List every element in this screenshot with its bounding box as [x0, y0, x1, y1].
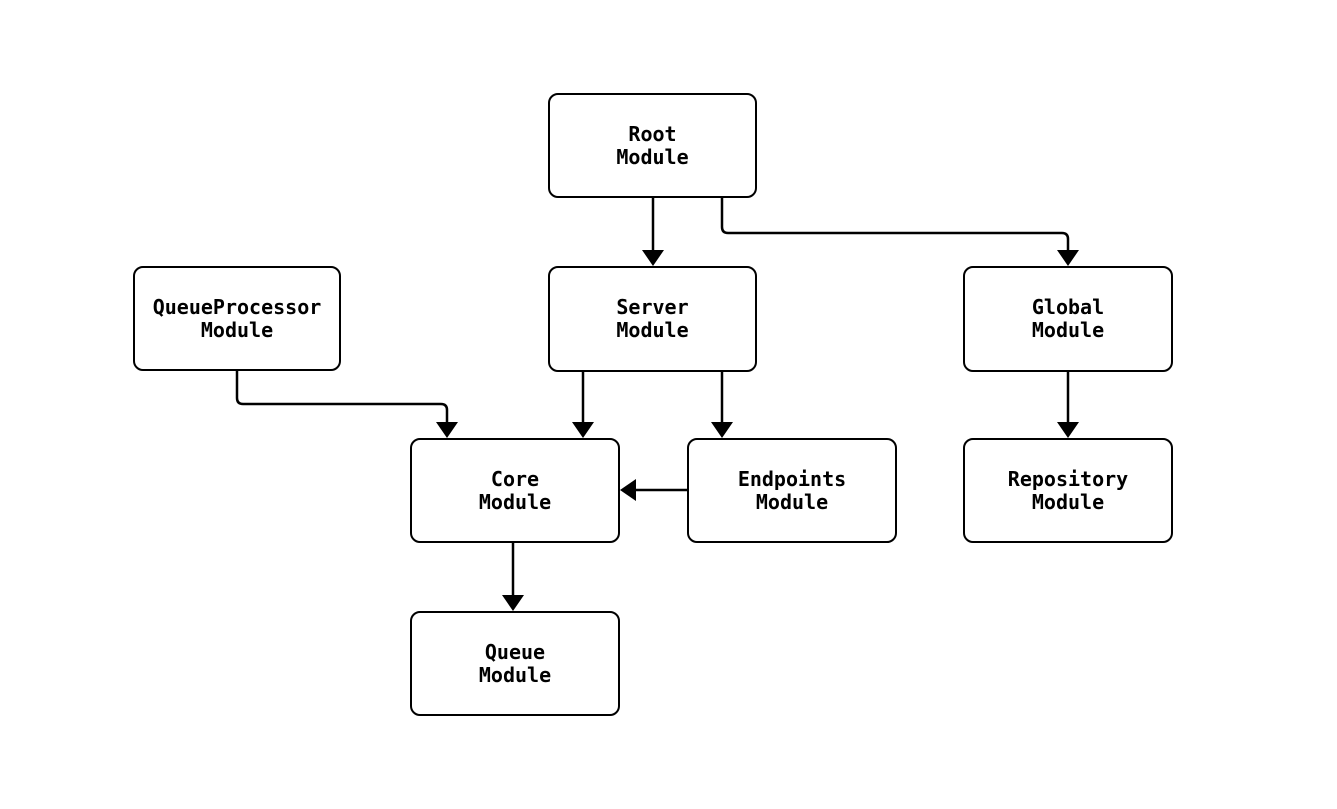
arrowhead-root-to-global [1057, 250, 1079, 266]
node-queue-module-label: Queue Module [478, 639, 552, 687]
arrowhead-root-to-server [642, 250, 664, 266]
node-global-module-label: Global Module [1031, 295, 1105, 342]
node-server-module-label: Server Module [616, 295, 689, 342]
node-root-module-label: Root Module [616, 121, 689, 169]
arrowhead-server-to-endpoints [711, 422, 733, 438]
node-core-module: Core Module [410, 438, 620, 543]
node-root-module: Root Module [548, 93, 757, 198]
arrowhead-core-to-queue [502, 595, 524, 611]
node-repository-module-label: Repository Module [1007, 466, 1129, 514]
edge-queueprocessor-to-core [235, 371, 449, 423]
node-endpoints-module: Endpoints Module [687, 438, 897, 543]
node-queueprocessor-module-label: QueueProcessor Module [152, 294, 322, 342]
node-endpoints-module-label: Endpoints Module [737, 466, 847, 514]
node-queueprocessor-module: QueueProcessor Module [133, 266, 341, 371]
node-queue-module: Queue Module [410, 611, 620, 716]
edge-root-to-global [720, 198, 1070, 251]
node-global-module: Global Module [963, 266, 1173, 372]
arrowhead-server-to-core [572, 422, 594, 438]
node-server-module: Server Module [548, 266, 757, 372]
arrowhead-endpoints-to-core [620, 479, 636, 501]
node-repository-module: Repository Module [963, 438, 1173, 543]
node-core-module-label: Core Module [478, 466, 552, 514]
arrowhead-global-to-repository [1057, 422, 1079, 438]
arrowhead-queueprocessor-to-core [436, 422, 458, 438]
